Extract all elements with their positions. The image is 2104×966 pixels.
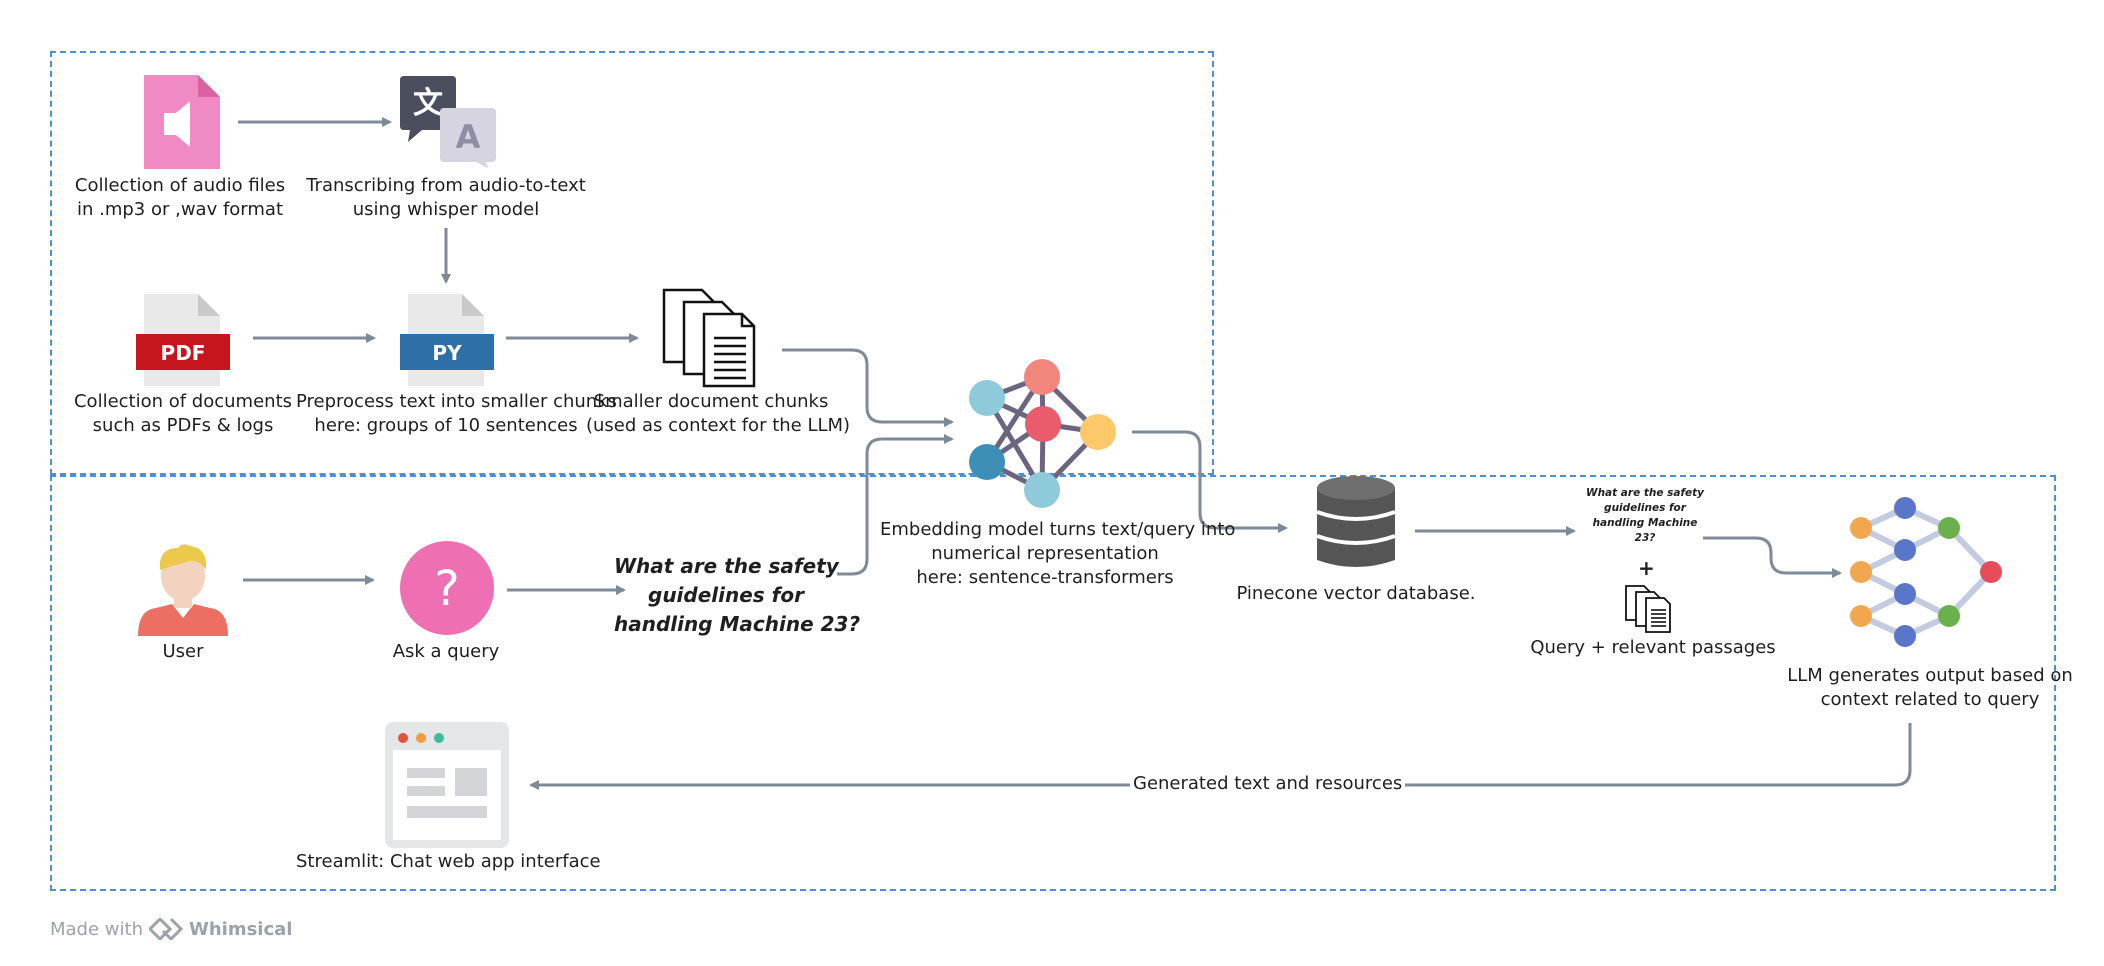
whimsical-logo-icon (148, 918, 183, 940)
database-label: Pinecone vector database. (1236, 583, 1476, 604)
svg-text:A: A (456, 118, 481, 156)
plus-sign: + (1638, 556, 1655, 580)
arrow-chunks-to-embedding (782, 348, 954, 427)
output-edge-label: Generated text and resources (1130, 773, 1406, 795)
pdf-badge: PDF (161, 341, 206, 365)
preprocess-label: Preprocess text into smaller chunks here… (296, 391, 618, 436)
question-mark-glyph: ? (434, 561, 459, 617)
whimsical-footer[interactable]: Made with Whimsical (50, 918, 292, 940)
llm-label: LLM generates output based on context re… (1787, 665, 2073, 710)
ask-query-label: Ask a query (392, 641, 500, 662)
arrow-llm-to-streamlit (529, 723, 1912, 790)
arrow-passages-to-llm (1703, 536, 1842, 578)
arrow-query-to-embedding (837, 434, 954, 576)
embedding-label: Embedding model turns text/query into nu… (880, 519, 1236, 588)
mini-query-text: What are the safety guidelines for handl… (1585, 487, 1705, 544)
user-label: User (162, 641, 204, 662)
streamlit-label: Streamlit: Chat web app interface (296, 851, 601, 872)
pdf-documents-label: Collection of documents such as PDFs & l… (73, 391, 293, 436)
translate-icon: 文 A (400, 76, 496, 168)
svg-text:文: 文 (413, 86, 443, 121)
documents-stack-icon (662, 288, 756, 388)
pdf-file-icon: PDF (136, 294, 230, 386)
question-mark-icon: ? (400, 541, 494, 635)
transcribe-label: Transcribing from audio-to-text using wh… (306, 175, 586, 220)
audio-files-label: Collection of audio files in .mp3 or ,wa… (74, 175, 286, 220)
chunks-label: Smaller document chunks (used as context… (586, 391, 851, 436)
py-badge: PY (432, 341, 462, 365)
database-icon (1316, 476, 1396, 567)
user-avatar-icon (138, 544, 228, 636)
passages-label: Query + relevant passages (1530, 637, 1776, 658)
llm-network-icon (1850, 497, 1995, 647)
web-app-window-icon (385, 722, 509, 848)
example-query-text: What are the safety guidelines for handl… (614, 554, 861, 636)
python-file-icon: PY (400, 294, 494, 386)
llm-output-node (1980, 561, 2002, 583)
audio-file-icon (144, 75, 220, 169)
whimsical-brand: Whimsical (188, 918, 293, 940)
documents-icon (1625, 585, 1671, 633)
ingestion-group-box (50, 51, 1214, 475)
arrow-embedding-to-database (1132, 430, 1288, 533)
neural-network-icon (969, 359, 1116, 508)
made-with-text: Made with (50, 918, 143, 940)
